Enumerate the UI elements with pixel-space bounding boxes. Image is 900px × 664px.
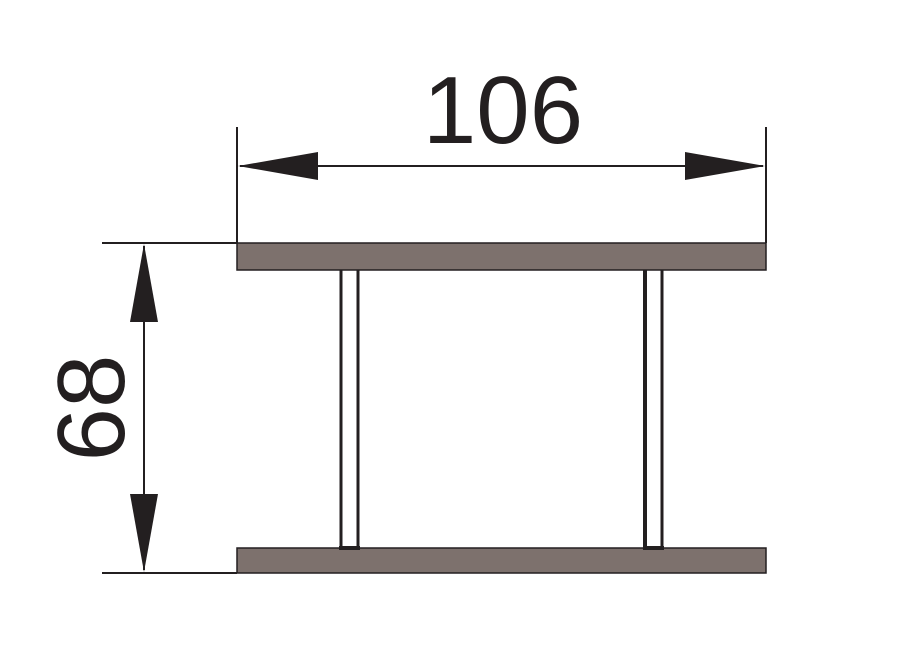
right-support-post <box>643 270 664 550</box>
height-dimension-label: 68 <box>38 355 145 462</box>
left-support-post <box>339 270 360 550</box>
height-arrow-down-icon <box>130 494 158 572</box>
bottom-plate <box>236 547 767 574</box>
top-plate <box>236 242 767 271</box>
width-arrow-left-icon <box>238 152 318 180</box>
width-arrow-right-icon <box>685 152 765 180</box>
height-arrow-up-icon <box>130 244 158 322</box>
width-dimension-label: 106 <box>423 57 583 164</box>
